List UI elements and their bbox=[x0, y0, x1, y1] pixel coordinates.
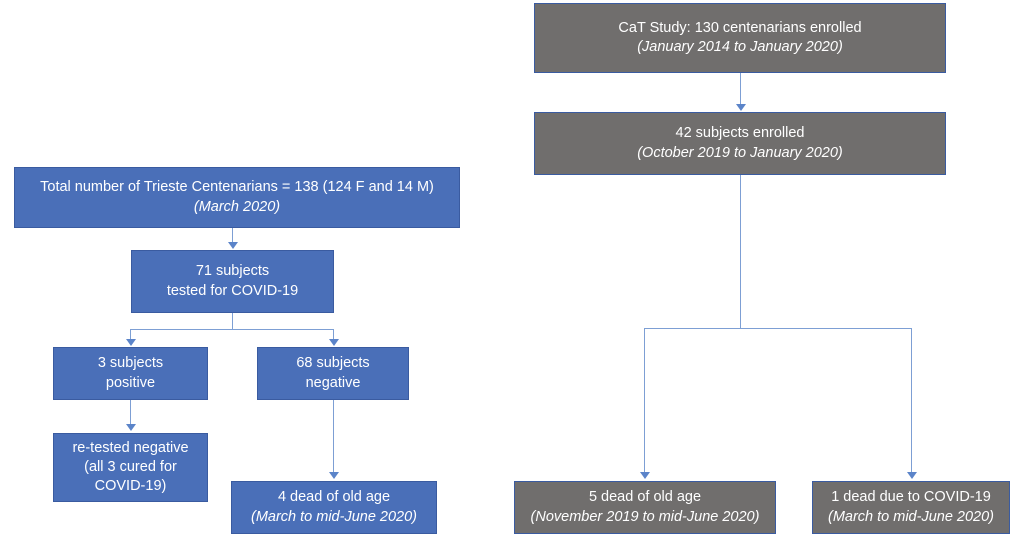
node-dead-old-age-left: 4 dead of old age (March to mid-June 202… bbox=[231, 481, 437, 534]
connector-total-to-tested bbox=[232, 228, 233, 243]
arrowhead-tested bbox=[228, 242, 238, 249]
node-line: CaT Study: 130 centenarians enrolled bbox=[618, 19, 862, 36]
node-line: 68 subjects bbox=[296, 355, 370, 372]
connector-cat-to-enrolled bbox=[740, 73, 741, 104]
node-line: 3 subjects bbox=[97, 355, 164, 372]
node-line: 1 dead due to COVID-19 bbox=[831, 489, 991, 506]
node-dead-old-age-right: 5 dead of old age (November 2019 to mid-… bbox=[514, 481, 776, 534]
connector-to-dead-covid bbox=[911, 328, 912, 473]
connector-to-negative bbox=[333, 329, 334, 340]
node-line: negative bbox=[305, 374, 361, 391]
arrowhead-positive bbox=[126, 339, 136, 346]
node-line: 5 dead of old age bbox=[588, 489, 702, 506]
node-total-centenarians: Total number of Trieste Centenarians = 1… bbox=[14, 167, 460, 228]
node-line-italic: (January 2014 to January 2020) bbox=[637, 39, 843, 55]
node-tested-covid: 71 subjects tested for COVID-19 bbox=[131, 250, 334, 313]
connector-enrolled-stem bbox=[740, 175, 741, 328]
node-re-tested-negative: re-tested negative (all 3 cured for COVI… bbox=[53, 433, 208, 502]
connector-positive-to-retested bbox=[130, 400, 131, 425]
node-line: 42 subjects enrolled bbox=[675, 125, 805, 142]
node-subjects-negative: 68 subjects negative bbox=[257, 347, 409, 400]
arrowhead-dead-covid bbox=[907, 472, 917, 479]
node-line: re-tested negative bbox=[72, 439, 189, 456]
connector-negative-to-dead bbox=[333, 400, 334, 473]
connector-to-positive bbox=[130, 329, 131, 340]
arrowhead-negative bbox=[329, 339, 339, 346]
node-subjects-positive: 3 subjects positive bbox=[53, 347, 208, 400]
node-line: 71 subjects bbox=[195, 263, 270, 280]
node-line-italic: (October 2019 to January 2020) bbox=[637, 144, 843, 161]
node-line-italic: (March to mid-June 2020) bbox=[827, 508, 994, 525]
connector-tested-crossbar bbox=[130, 329, 333, 330]
node-line: Total number of Trieste Centenarians = 1… bbox=[40, 179, 434, 196]
arrowhead-retested bbox=[126, 424, 136, 431]
node-line: (all 3 cured for bbox=[84, 458, 177, 475]
node-line: positive bbox=[105, 374, 156, 391]
node-line-italic: (March 2020) bbox=[193, 198, 281, 215]
arrowhead-dead-old-age-right bbox=[640, 472, 650, 479]
node-line-italic: (November 2019 to mid-June 2020) bbox=[530, 508, 760, 525]
node-subjects-enrolled: 42 subjects enrolled (October 2019 to Ja… bbox=[534, 112, 946, 175]
connector-to-dead-old-age-right bbox=[644, 328, 645, 473]
connector-tested-stem bbox=[232, 313, 233, 329]
node-cat-study: CaT Study: 130 centenarians enrolled (Ja… bbox=[534, 3, 946, 73]
arrowhead-dead-old-age-left bbox=[329, 472, 339, 479]
node-line-italic: (March to mid-June 2020) bbox=[250, 508, 417, 525]
arrowhead-enrolled bbox=[736, 104, 746, 111]
node-line: COVID-19) bbox=[94, 478, 167, 495]
connector-enrolled-crossbar bbox=[644, 328, 912, 329]
node-dead-covid: 1 dead due to COVID-19 (March to mid-Jun… bbox=[812, 481, 1010, 534]
node-line: 4 dead of old age bbox=[277, 489, 391, 506]
node-line: tested for COVID-19 bbox=[166, 282, 299, 299]
